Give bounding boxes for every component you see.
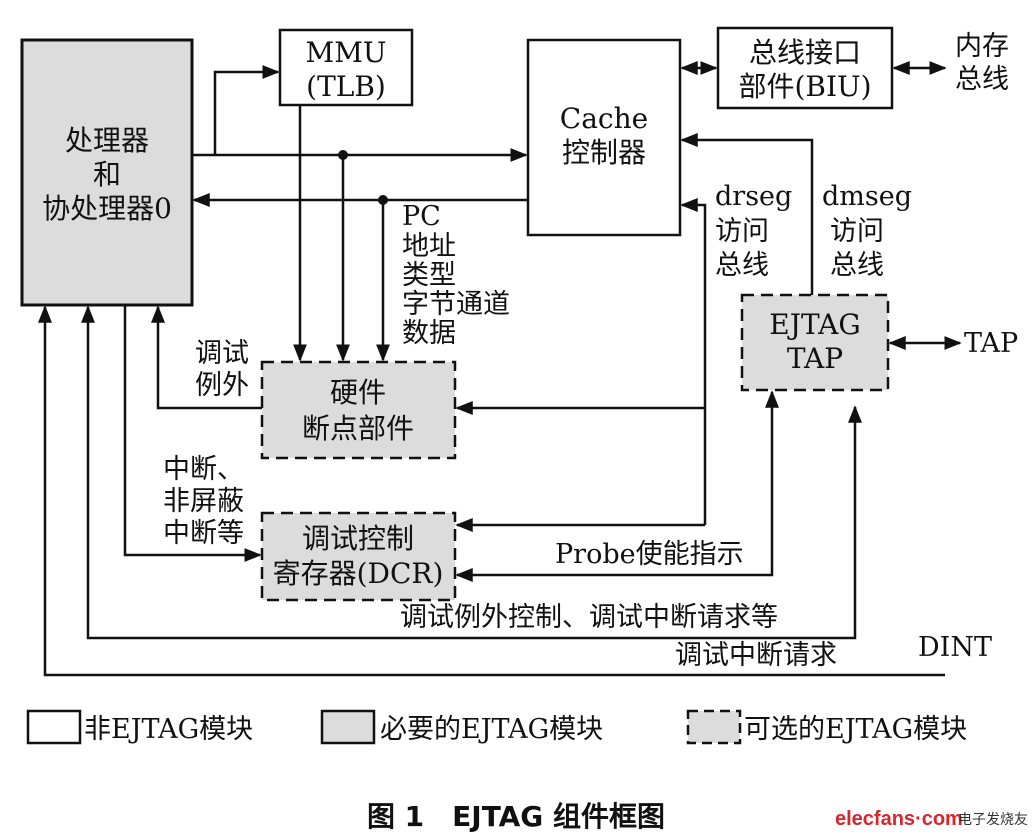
processor-label: 协处理器0	[42, 192, 172, 225]
address-signal-label: 地址	[402, 231, 456, 262]
biu-block: 总线接口 部件(BIU)	[716, 26, 894, 110]
type-signal-label: 类型	[402, 260, 456, 291]
tap-port-label: TAP	[964, 328, 1018, 359]
debug-exception-label: 调试	[195, 338, 249, 369]
dmseg-label: 总线	[830, 250, 884, 281]
legend-optional-ejtag: 可选的EJTAG模块	[744, 714, 967, 745]
ejtag-tap-block: EJTAG TAP	[740, 293, 890, 392]
processor-block: 处理器 和 协处理器0	[20, 38, 194, 307]
drseg-label: 访问	[715, 216, 769, 247]
drseg-label: 总线	[715, 250, 769, 281]
drseg-label: drseg	[715, 181, 792, 212]
connections	[38, 61, 962, 677]
cache-label: Cache	[560, 102, 648, 135]
hw-breakpoint-block: 硬件 断点部件	[260, 360, 457, 460]
hw-breakpoint-label: 断点部件	[302, 412, 414, 445]
memory-bus-label: 总线	[955, 64, 1009, 95]
dint-label: DINT	[918, 632, 992, 663]
ejtag-tap-label: EJTAG	[769, 308, 860, 341]
dcr-label: 寄存器(DCR)	[273, 557, 444, 590]
dcr-block: 调试控制 寄存器(DCR)	[260, 511, 457, 602]
legend-non-ejtag: 非EJTAG模块	[84, 714, 253, 745]
cache-controller-block: Cache 控制器	[526, 38, 682, 237]
memory-bus-label: 内存	[955, 31, 1009, 62]
debug-interrupt-request-label: 调试中断请求	[675, 640, 837, 671]
interrupts-label: 中断、	[163, 454, 244, 485]
ejtag-tap-label: TAP	[787, 342, 843, 375]
cache-label: 控制器	[562, 136, 646, 169]
legend: 非EJTAG模块 必要的EJTAG模块 可选的EJTAG模块	[26, 709, 967, 745]
debug-exception-label: 例外	[195, 370, 249, 401]
watermark-site: elecfans·com	[835, 808, 963, 830]
probe-enable-label: Probe使能指示	[555, 539, 744, 570]
debug-exception-control-label: 调试例外控制、调试中断请求等	[400, 602, 778, 633]
dmseg-label: 访问	[830, 216, 884, 247]
interrupts-label: 非屏蔽	[163, 486, 244, 517]
processor-label: 和	[93, 158, 121, 191]
dcr-label: 调试控制	[302, 522, 414, 555]
biu-label: 总线接口	[749, 36, 861, 69]
figure-caption: 图 1 EJTAG 组件框图	[367, 800, 665, 833]
byte-lane-signal-label: 字节通道	[402, 289, 510, 320]
mmu-label: MMU	[306, 36, 387, 69]
watermark-name: 电子发烧友	[958, 812, 1028, 828]
mmu-block: MMU (TLB)	[278, 28, 414, 107]
processor-label: 处理器	[65, 124, 149, 157]
mmu-label: (TLB)	[306, 70, 386, 103]
dmseg-label: dmseg	[822, 181, 912, 212]
data-signal-label: 数据	[402, 318, 456, 349]
interrupts-label: 中断等	[163, 518, 244, 549]
biu-label: 部件(BIU)	[738, 70, 871, 103]
hw-breakpoint-label: 硬件	[330, 376, 386, 409]
pc-signal-label: PC	[402, 201, 441, 232]
legend-required-ejtag: 必要的EJTAG模块	[380, 714, 603, 745]
